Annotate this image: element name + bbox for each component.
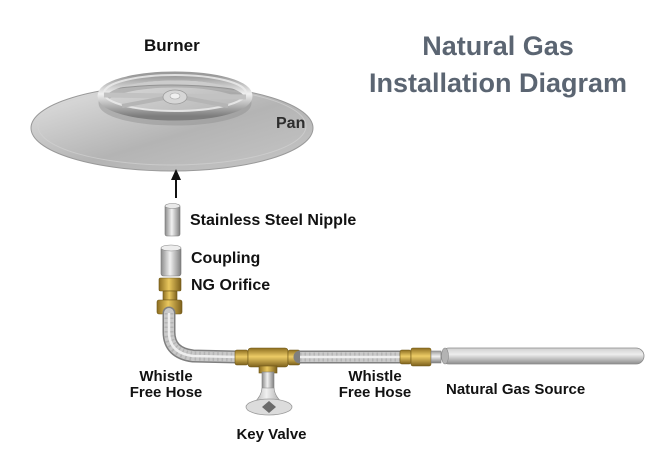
- fitting-right-graphic: [399, 347, 442, 367]
- hose-left-graphic: [162, 306, 245, 364]
- tee-fitting-graphic: [234, 347, 301, 374]
- nipple-label: Stainless Steel Nipple: [190, 212, 357, 229]
- diagram-title: Natural Gas Installation Diagram: [348, 28, 648, 102]
- nipple-graphic: [164, 203, 181, 237]
- burner-label: Burner: [144, 36, 200, 55]
- coupling-label: Coupling: [191, 250, 261, 267]
- title-line-2: Installation Diagram: [368, 68, 628, 98]
- title-line-1: Natural Gas: [422, 31, 574, 61]
- pan-label: Pan: [276, 115, 306, 132]
- key-valve-label: Key Valve: [236, 426, 307, 443]
- ng-orifice-label: NG Orifice: [191, 277, 271, 294]
- gas-source-label: Natural Gas Source: [446, 381, 586, 398]
- key-valve-graphic: [245, 371, 293, 416]
- burner-graphic: [97, 71, 253, 126]
- whistle-free-hose-left-label: Whistle Free Hose: [129, 368, 203, 401]
- gas-pipe-graphic: [440, 347, 645, 365]
- arrow-up-icon: [171, 169, 181, 198]
- whistle-free-hose-right-label: Whistle Free Hose: [338, 368, 412, 401]
- coupling-graphic: [160, 244, 182, 277]
